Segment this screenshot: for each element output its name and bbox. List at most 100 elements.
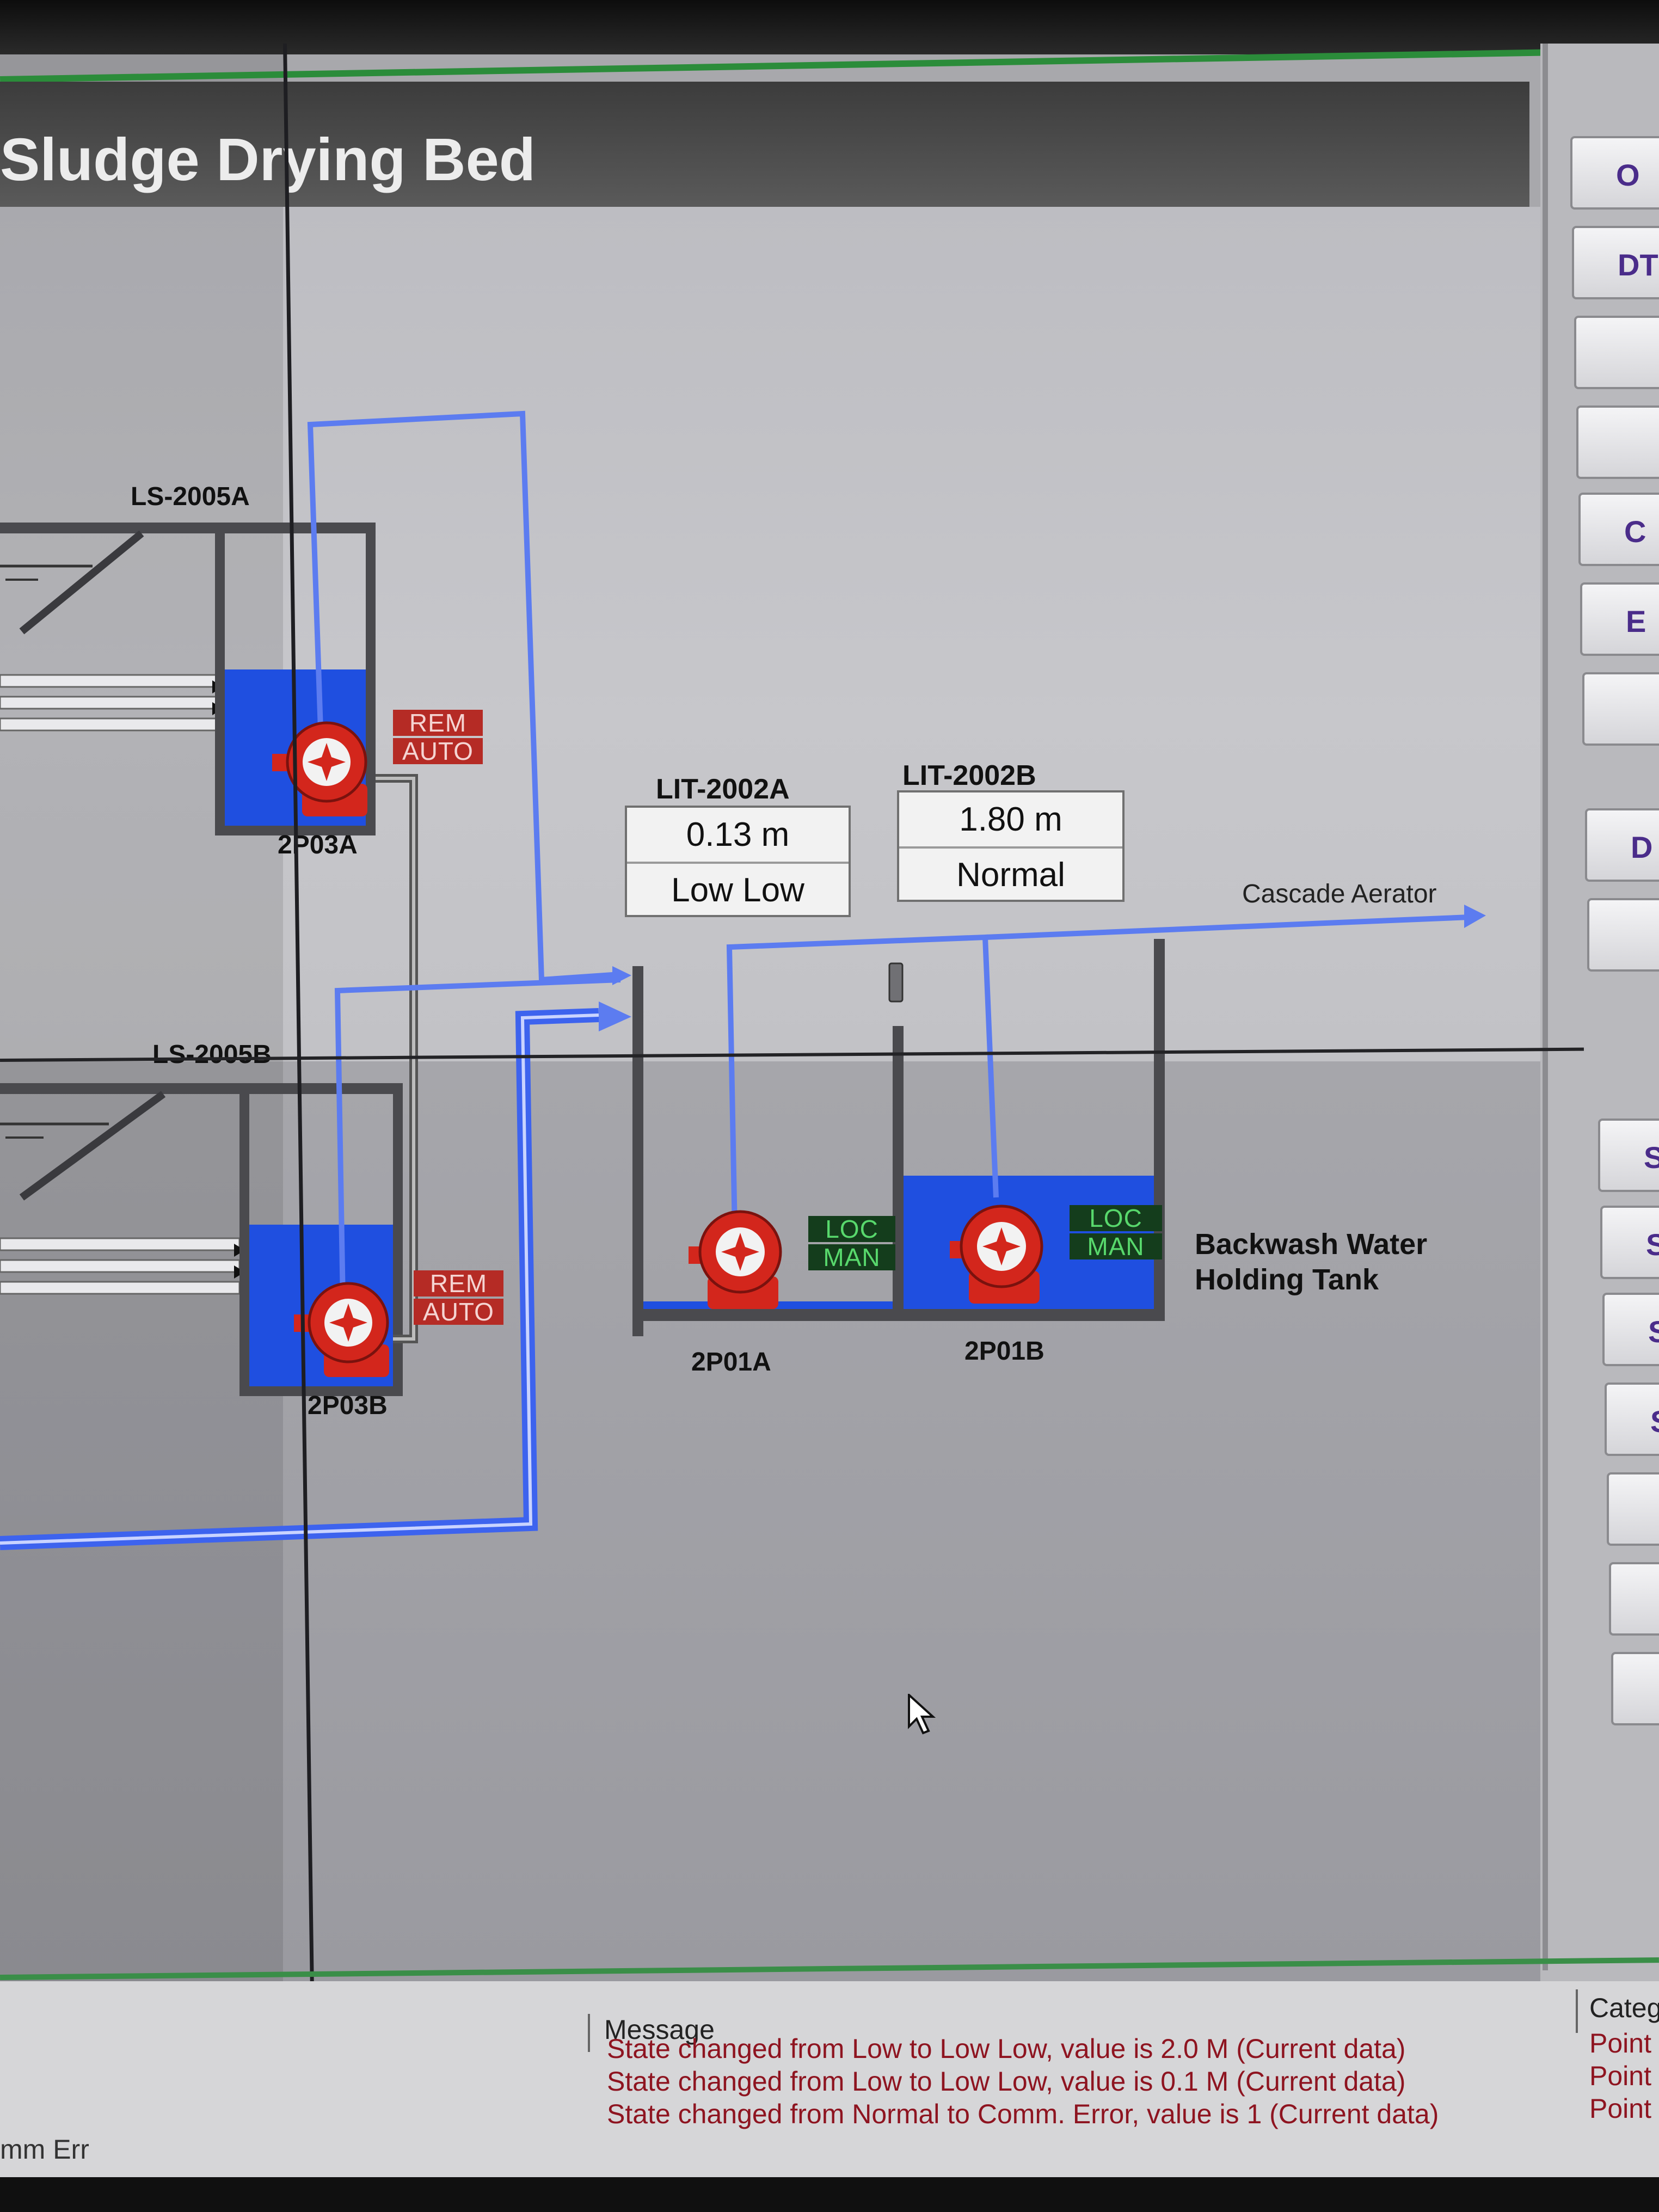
ls-a-top-slab [0,523,376,533]
alarm-category-cell[interactable]: Point [1589,2028,1651,2059]
mode-line: LOC [1070,1205,1162,1231]
message-column-header[interactable]: Message [604,2014,715,2045]
pump-2p01b-icon[interactable] [950,1205,1043,1304]
nav-button-11[interactable]: S [1600,1206,1659,1279]
pump-2p03a-mode-badge[interactable]: REM AUTO [388,708,488,769]
pump-2p03a-discharge-line [307,410,621,983]
alarm-message-row[interactable]: State changed from Low to Low Low, value… [607,2033,1406,2064]
ls-b-wall-left [239,1091,249,1396]
ls-b-inlet-slope [19,1091,166,1201]
lit-2002a-state: Low Low [627,861,849,918]
cascade-aerator-line [985,914,1470,940]
lit-2002a-readout[interactable]: 0.13 m Low Low [625,806,851,917]
nav-button-6[interactable]: E [1580,582,1659,656]
ls-2005a-label: LS-2005A [131,482,250,511]
nav-button-10[interactable]: S [1598,1119,1659,1192]
tank-label-line2: Holding Tank [1195,1263,1379,1296]
mode-line: REM [414,1270,503,1297]
page-title: Sludge Drying Bed [0,126,536,193]
pump-2p01a-label: 2P01A [691,1348,771,1377]
pump-2p03a-label: 2P03A [278,831,358,859]
lit-2002b-state: Normal [899,846,1122,902]
lit-2002a-label: LIT-2002A [656,773,790,805]
nav-button-7[interactable] [1582,672,1659,746]
cascade-aerator-label: Cascade Aerator [1242,880,1437,908]
tank-baffle-top [888,962,904,1003]
nav-button-1[interactable]: O [1570,136,1659,210]
left-panel-shade [0,54,283,2014]
monitor-top-bezel [0,0,1659,54]
alarm-category-cell[interactable]: Point [1589,2061,1651,2091]
nav-button-8[interactable]: D [1585,808,1659,882]
nav-button-2[interactable]: DT [1572,226,1659,299]
nav-button-16[interactable] [1611,1652,1659,1725]
cascade-aerator-arrow [1464,905,1486,928]
mode-line: REM [393,710,483,736]
nav-button-12[interactable]: S [1602,1293,1659,1366]
category-column-header[interactable]: Categ [1589,1993,1659,2023]
lower-diagram-panel [0,1061,1578,1987]
message-column-divider[interactable] [588,2014,590,2052]
pump-2p01a-mode-badge[interactable]: LOC MAN [803,1214,901,1275]
ls-a-inlet-slope [19,530,144,635]
discharge-arrow [612,966,631,985]
alarm-message-row[interactable]: State changed from Low to Low Low, value… [607,2066,1406,2097]
tank-floor [643,1309,1165,1321]
ls-a-inlet-pipe-3 [0,717,219,732]
mode-line: MAN [1070,1233,1162,1259]
ls-a-inlet-pipe-2 [0,696,219,710]
mode-line: MAN [808,1244,895,1270]
ls-2005b-label: LS-2005B [152,1040,272,1069]
pump-2p01a-icon[interactable] [689,1210,782,1309]
right-nav-divider [1543,44,1548,1970]
ls-b-inlet-pipe-1 [0,1237,241,1251]
pump-2p01b-mode-badge[interactable]: LOC MAN [1064,1203,1168,1264]
main-header-arrow [599,1001,631,1031]
pump-2p03b-label: 2P03B [308,1391,388,1420]
upper-diagram-panel [0,207,1578,1061]
lit-2002b-value: 1.80 m [959,800,1062,838]
category-column-divider[interactable] [1576,1989,1578,2033]
left-status-text: mm Err [0,2134,89,2165]
alarm-message-row[interactable]: State changed from Normal to Comm. Error… [607,2099,1439,2129]
title-bar [0,82,1529,207]
pump-2p01b-label: 2P01B [964,1337,1044,1366]
nav-button-3[interactable] [1574,316,1659,389]
ls-b-floor [239,1386,403,1396]
mode-line: LOC [808,1216,895,1242]
ls-b-inlet-arrows [234,1244,245,1279]
lift-station-a [0,523,376,835]
process-diagram [0,410,1486,1550]
ls-a-inlet-pipe-1 [0,674,219,688]
main-header-line-highlight [0,1013,599,1545]
pump-2p03b-icon[interactable] [294,1282,389,1377]
lit-2002b-label: LIT-2002B [902,760,1036,791]
pump-2p03a-icon[interactable] [272,721,367,816]
nav-button-4[interactable] [1576,405,1659,479]
pump-2p03b-mode-badge[interactable]: REM AUTO [408,1268,509,1329]
nav-button-13[interactable]: S [1605,1382,1659,1456]
tank-baffle [893,1026,904,1309]
tank-wall-left [632,966,643,1336]
ls-a-wall-left [215,531,225,835]
ls-b-wall-right [393,1091,403,1396]
mode-line: AUTO [414,1299,503,1325]
ls-b-top-slab [0,1083,403,1094]
monitor-bottom-bezel [0,2177,1659,2212]
nav-button-15[interactable] [1609,1562,1659,1636]
tank-pump-discharge-lines [726,934,999,1231]
ls-b-inlet-pipe-3 [0,1281,241,1295]
pump-2p03b-discharge-line [334,977,621,1301]
lit-2002b-readout[interactable]: 1.80 m Normal [897,790,1125,902]
mode-line: AUTO [393,738,483,764]
nav-button-14[interactable] [1607,1472,1659,1546]
nav-button-5[interactable]: C [1578,493,1659,566]
lit-2002a-value: 0.13 m [686,815,790,853]
alarm-panel [0,1981,1659,2212]
tank-label-line1: Backwash Water [1195,1228,1428,1261]
alarm-category-cell[interactable]: Point [1589,2093,1651,2124]
ls-b-inlet-pipe-2 [0,1259,241,1273]
mouse-cursor-icon [908,1694,936,1735]
nav-button-9[interactable] [1587,898,1659,972]
